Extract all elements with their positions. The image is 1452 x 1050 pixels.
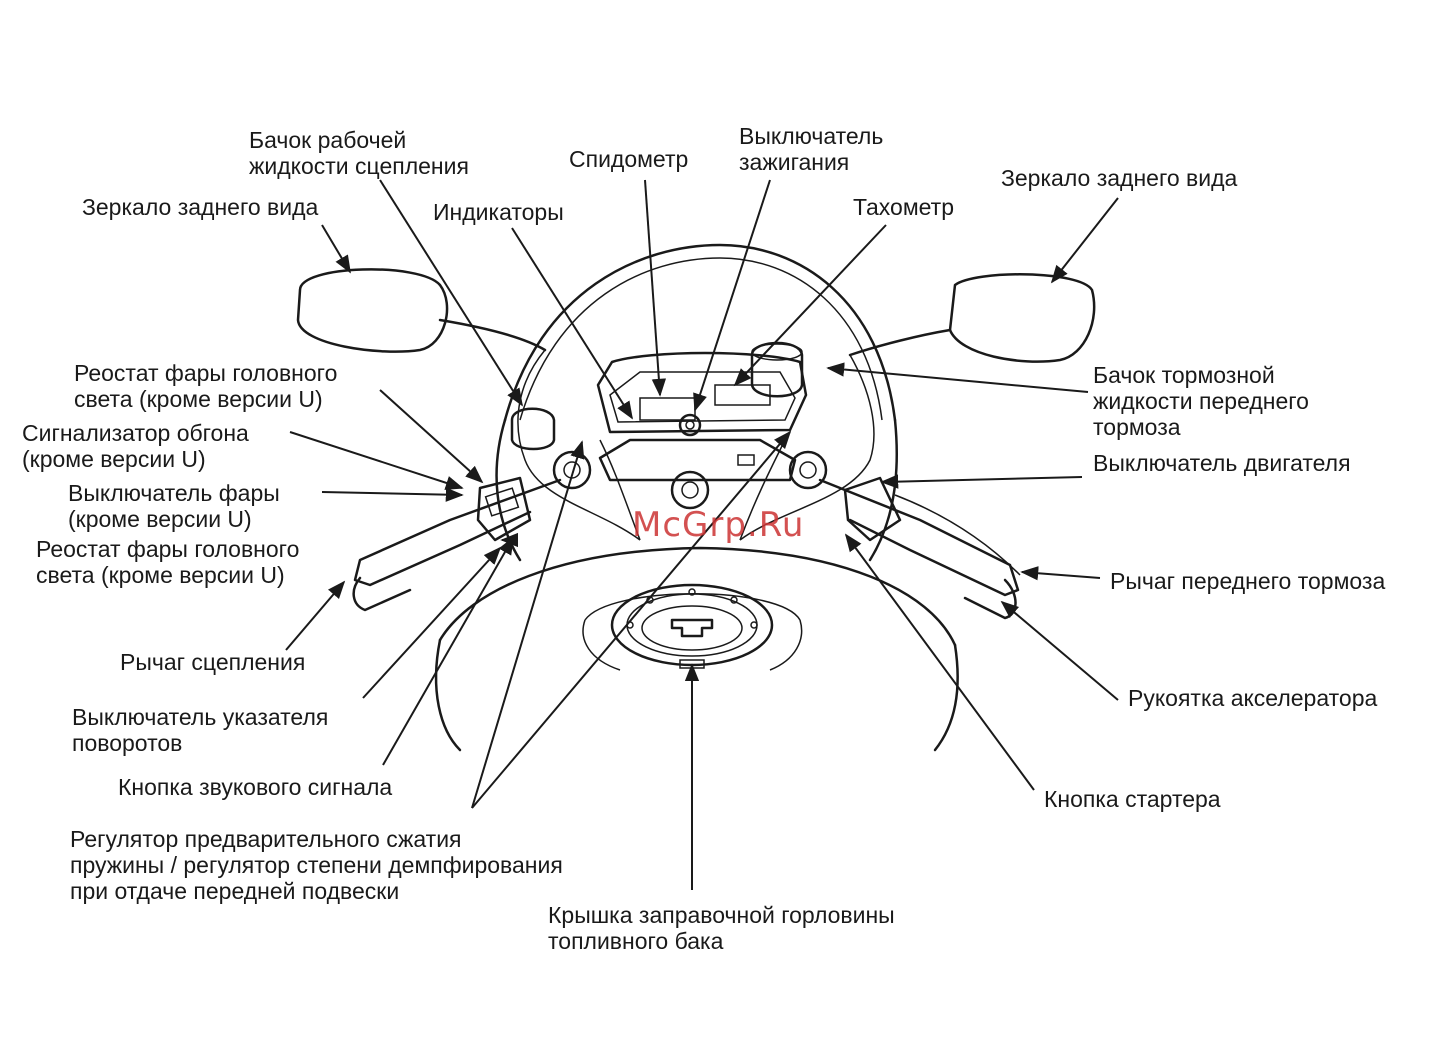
watermark: McGrp.Ru (632, 505, 805, 545)
label-mirror-right: Зеркало заднего вида (1001, 165, 1238, 191)
leader-lines (285, 179, 1119, 890)
label-headlight-rheostat-2: Реостат фары головного света (кроме верс… (36, 536, 300, 588)
label-clutch-lever: Рычаг сцепления (120, 649, 306, 675)
label-clutch-reservoir: Бачок рабочей жидкости сцепления (249, 127, 469, 179)
label-brake-reservoir: Бачок тормозной жидкости переднего тормо… (1093, 362, 1309, 440)
label-headlight-switch: Выключатель фары (кроме версии U) (68, 480, 280, 532)
label-speedometer: Спидометр (569, 146, 689, 172)
label-suspension-adjuster: Регулятор предварительного сжатия пружин… (70, 826, 563, 904)
label-mirror-left: Зеркало заднего вида (82, 194, 319, 220)
label-starter-button: Кнопка стартера (1044, 786, 1221, 812)
label-ignition-switch: Выключатель зажигания (739, 123, 884, 175)
label-passing-signal: Сигнализатор обгона (кроме версии U) (22, 420, 249, 472)
label-engine-stop-switch: Выключатель двигателя (1093, 450, 1351, 476)
label-throttle-grip: Рукоятка акселератора (1128, 685, 1378, 711)
label-indicators: Индикаторы (433, 199, 564, 225)
motorcycle-drawing (296, 243, 1096, 752)
label-fuel-cap: Крышка заправочной горловины топливного … (548, 902, 895, 954)
label-horn-button: Кнопка звукового сигнала (118, 774, 393, 800)
label-front-brake-lever: Рычаг переднего тормоза (1110, 568, 1386, 594)
label-tachometer: Тахометр (853, 194, 955, 220)
label-turn-signal-switch: Выключатель указателя поворотов (72, 704, 329, 756)
label-headlight-rheostat-1: Реостат фары головного света (кроме верс… (74, 360, 338, 412)
